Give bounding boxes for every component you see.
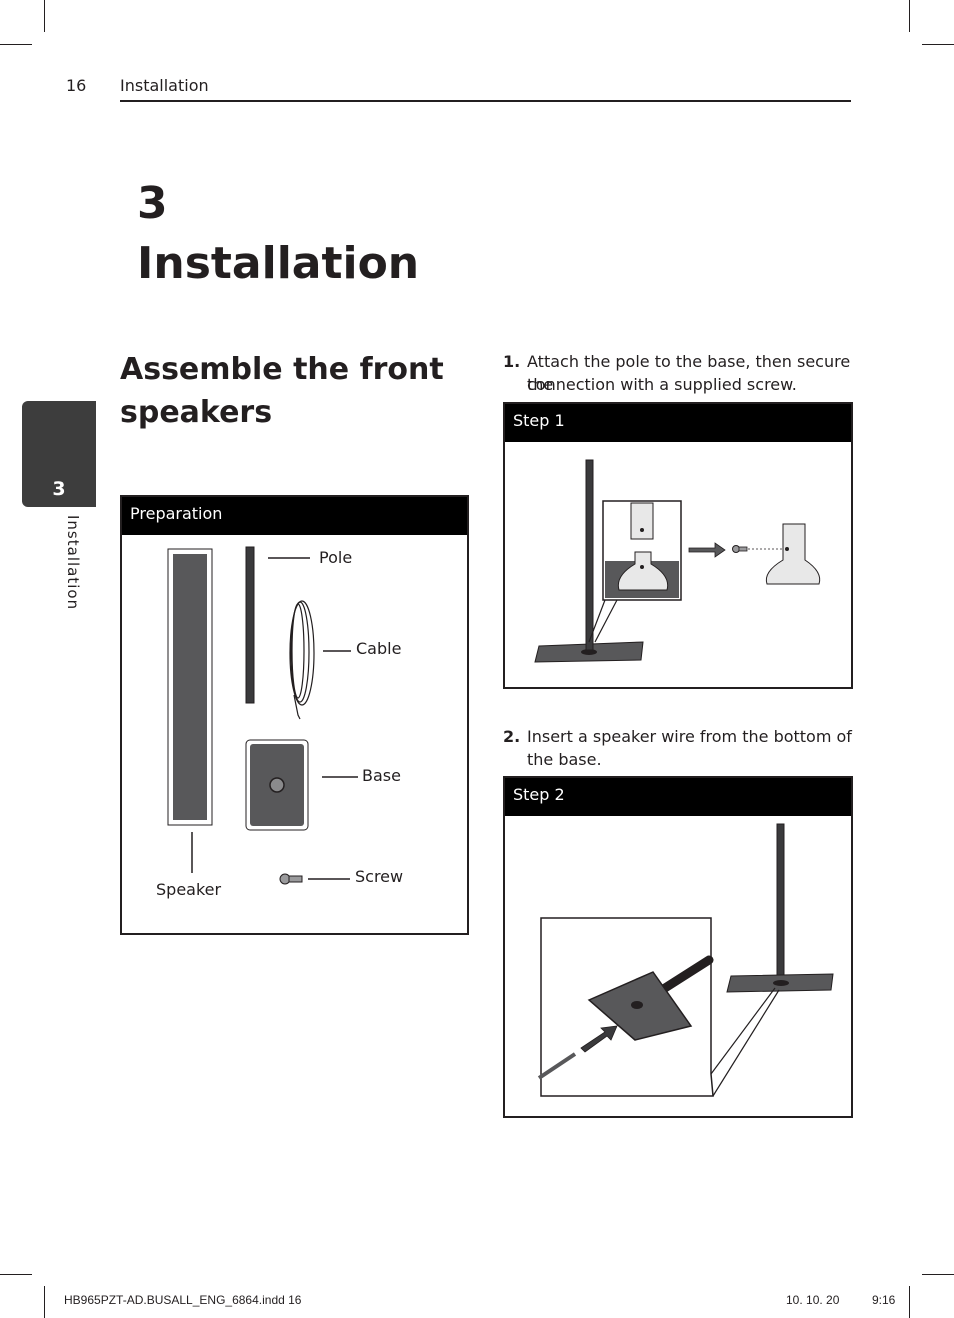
crop-mark bbox=[909, 1286, 910, 1318]
section-title: Assemble the front speakers bbox=[120, 352, 444, 430]
page-number: 16 bbox=[66, 76, 87, 95]
chapter-title: Installation bbox=[137, 238, 420, 289]
pole-part bbox=[776, 823, 785, 987]
crop-mark bbox=[44, 1286, 45, 1318]
header-rule bbox=[120, 100, 851, 102]
side-tab-number: 3 bbox=[52, 478, 66, 500]
step-2-line-1: Insert a speaker wire from the bottom of bbox=[527, 727, 852, 746]
step-1-line-1: Attach the pole to the base, then secure… bbox=[527, 352, 851, 394]
step-1-text: 1. Attach the pole to the base, then sec… bbox=[503, 350, 863, 398]
step-1-number: 1. bbox=[503, 352, 521, 371]
base-label: Base bbox=[362, 766, 401, 785]
preparation-box: Preparation Pole Cable Base Screw Speake… bbox=[120, 495, 469, 935]
step-2-line-2: the base. bbox=[527, 750, 602, 769]
step-1-header: Step 1 bbox=[505, 404, 851, 442]
crop-mark bbox=[922, 44, 954, 45]
screw-label: Screw bbox=[355, 867, 404, 886]
crop-mark bbox=[44, 0, 45, 32]
footer-date: 10. 10. 20 bbox=[786, 1293, 840, 1307]
step-2-illustration bbox=[537, 823, 834, 1097]
screw-icon bbox=[732, 545, 748, 553]
chapter-side-tab bbox=[22, 401, 96, 507]
arrow-icon bbox=[688, 542, 726, 558]
step-1-box: Step 1 bbox=[503, 402, 853, 689]
pole-part bbox=[585, 459, 594, 651]
footer-filename: HB965PZT-AD.BUSALL_ENG_6864.indd 16 bbox=[64, 1293, 302, 1307]
parts-illustration bbox=[167, 546, 358, 885]
cable-icon bbox=[289, 600, 315, 720]
chapter-number: 3 bbox=[137, 178, 168, 229]
crop-mark bbox=[0, 44, 32, 45]
pole-label: Pole bbox=[319, 548, 353, 567]
preparation-header: Preparation bbox=[122, 497, 467, 535]
base-detail bbox=[765, 523, 821, 585]
side-tab-label: Installation bbox=[64, 515, 82, 611]
running-header-title: Installation bbox=[120, 76, 209, 95]
step-1-illustration bbox=[534, 459, 821, 663]
step-2-text: 2. Insert a speaker wire from the bottom… bbox=[503, 725, 863, 773]
crop-mark bbox=[0, 1274, 32, 1275]
step-1-line-2: connection with a supplied screw. bbox=[527, 375, 797, 394]
pole-part bbox=[245, 546, 255, 704]
step-2-header: Step 2 bbox=[505, 778, 851, 816]
step-2-box: Step 2 bbox=[503, 776, 853, 1118]
crop-mark bbox=[922, 1274, 954, 1275]
speaker-label: Speaker bbox=[156, 880, 222, 899]
crop-mark bbox=[909, 0, 910, 32]
cable-label: Cable bbox=[356, 639, 402, 658]
arrow-icon bbox=[580, 1025, 618, 1053]
screw-icon bbox=[279, 873, 303, 885]
step-2-number: 2. bbox=[503, 727, 521, 746]
footer-time: 9:16 bbox=[872, 1293, 896, 1307]
